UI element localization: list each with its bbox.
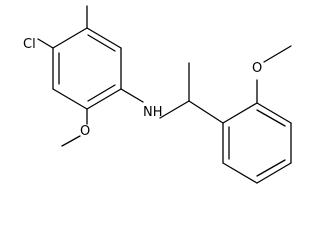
ring-a-double-bond-2 [87, 84, 116, 102]
ring-b-bond-3 [256, 162, 292, 184]
chlorine-label: Cl [23, 37, 36, 52]
aryl-nh-bond [120, 88, 144, 103]
ring-b-double-bond-2 [256, 159, 286, 177]
amine-label: NH [143, 105, 163, 120]
ring-methoxy-oxygen-label: O [80, 124, 90, 139]
atom-labels: Cl NH O O [23, 37, 262, 139]
ring-a-bond-6 [52, 27, 88, 49]
ring-a-bond-3 [86, 88, 122, 110]
ring-methoxy-methyl-bond [61, 135, 81, 147]
bond-lines [37, 5, 292, 184]
ch-aryl-bond [188, 100, 224, 124]
chloro-bond [37, 38, 54, 49]
ring-a-double-bond-1 [87, 34, 116, 52]
nh-ch-bond [159, 100, 190, 119]
ring-a-bond-1 [86, 27, 122, 49]
ring-a-bond-4 [52, 88, 88, 110]
side-methoxy-oxygen-label: O [252, 61, 262, 76]
ring-b-bond-2 [222, 162, 258, 184]
ring-b-double-bond-3 [256, 109, 286, 127]
ring-b-bond-6 [222, 102, 258, 124]
side-methoxy-methyl-bond [263, 45, 292, 63]
ring-b-bond-5 [256, 102, 292, 124]
structure-canvas: Cl NH O O [23, 5, 292, 184]
chemical-structure-diagram: Cl NH O O [23, 5, 292, 184]
